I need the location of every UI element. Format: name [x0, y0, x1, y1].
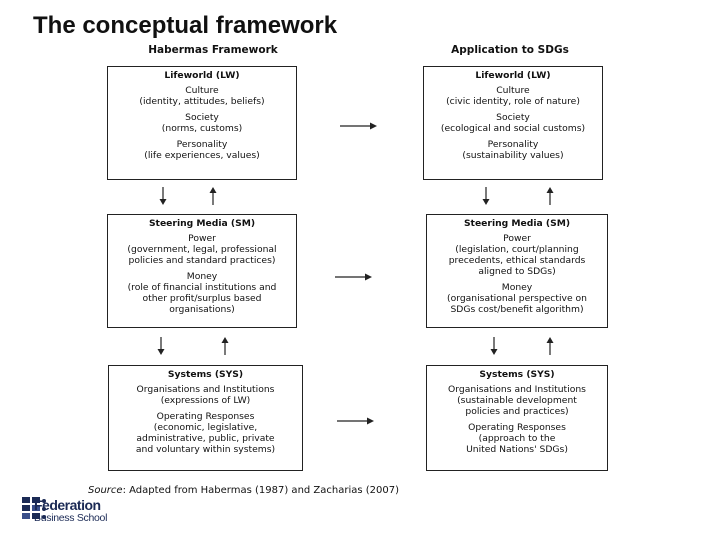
box-title: Lifeworld (LW) — [164, 70, 240, 81]
section-detail: (organisational perspective on — [447, 293, 587, 304]
section-heading: Organisations and Institutions — [448, 384, 586, 395]
left-systems-box: Systems (SYS) Organisations and Instituti… — [108, 365, 303, 471]
section-heading: Operating Responses — [156, 411, 255, 422]
right-steering-media-box: Steering Media (SM) Power(legislation, co… — [426, 214, 608, 328]
box-title: Lifeworld (LW) — [475, 70, 551, 81]
left-column-header: Habermas Framework — [148, 44, 278, 56]
section-detail: (government, legal, professional — [127, 244, 277, 255]
section-heading: Culture — [185, 85, 219, 96]
box-title: Systems (SYS) — [167, 369, 244, 380]
right-lw-to-sm-down-arrow — [482, 187, 490, 205]
federation-logo-icon — [22, 497, 46, 519]
left-lw-to-sm-down-arrow — [159, 187, 167, 205]
steering-media-right-arrow — [335, 273, 372, 281]
section-detail: (life experiences, values) — [144, 150, 260, 161]
section-detail: other profit/surplus based — [142, 293, 262, 304]
left-sm-to-lw-up-arrow — [209, 187, 217, 205]
section-detail: policies and practices) — [465, 406, 569, 417]
section-detail: (role of financial institutions and — [127, 282, 277, 293]
right-sm-to-lw-up-arrow — [546, 187, 554, 205]
section-detail: SDGs cost/benefit algorithm) — [450, 304, 584, 315]
box-section: Personality(sustainability values) — [424, 139, 602, 161]
slide-title: The conceptual framework — [33, 12, 338, 39]
section-detail: (norms, customs) — [161, 123, 243, 134]
section-heading: Culture — [496, 85, 530, 96]
source-note: Source: Adapted from Habermas (1987) and… — [88, 485, 399, 496]
section-heading: Personality — [176, 139, 228, 150]
section-detail: organisations) — [169, 304, 235, 315]
box-section: Organisations and Institutions(expressio… — [109, 384, 302, 406]
left-lifeworld-box: Lifeworld (LW) Culture(identity, attitude… — [107, 66, 297, 180]
left-sm-to-sys-down-arrow — [157, 337, 165, 355]
section-heading: Organisations and Institutions — [136, 384, 275, 395]
section-detail: United Nations' SDGs) — [466, 444, 568, 455]
box-section: Operating Responses(economic, legislativ… — [109, 411, 302, 455]
section-heading: Society — [185, 112, 219, 123]
section-detail: (economic, legislative, — [153, 422, 258, 433]
right-sys-to-sm-up-arrow — [546, 337, 554, 355]
section-detail: policies and standard practices) — [128, 255, 276, 266]
lifeworld-right-arrow — [340, 122, 377, 130]
source-text: : Adapted from Habermas (1987) and Zacha… — [122, 485, 400, 496]
section-heading: Operating Responses — [468, 422, 566, 433]
left-steering-media-box: Steering Media (SM) Power(government, leg… — [107, 214, 297, 328]
systems-right-arrow — [337, 417, 374, 425]
section-heading: Power — [188, 233, 216, 244]
section-detail: (sustainable development — [457, 395, 577, 406]
section-heading: Personality — [487, 139, 539, 150]
box-title: Steering Media (SM) — [148, 218, 256, 229]
section-detail: (expressions of LW) — [160, 395, 251, 406]
section-detail: precedents, ethical standards — [448, 255, 586, 266]
box-section: Society(ecological and social customs) — [424, 112, 602, 134]
section-heading: Money — [501, 282, 533, 293]
section-detail: (legislation, court/planning — [455, 244, 579, 255]
section-detail: (approach to the — [478, 433, 556, 444]
right-systems-box: Systems (SYS) Organisations and Instituti… — [426, 365, 608, 471]
section-detail: aligned to SDGs) — [478, 266, 556, 277]
section-detail: and voluntary within systems) — [135, 444, 276, 455]
box-title: Systems (SYS) — [479, 369, 555, 380]
box-title: Steering Media (SM) — [463, 218, 571, 229]
right-lifeworld-box: Lifeworld (LW) Culture(civic identity, ro… — [423, 66, 603, 180]
section-detail: (ecological and social customs) — [440, 123, 586, 134]
section-detail: (civic identity, role of nature) — [446, 96, 580, 107]
box-section: Culture(identity, attitudes, beliefs) — [108, 85, 296, 107]
box-section: Organisations and Institutions(sustainab… — [427, 384, 607, 417]
right-sm-to-sys-down-arrow — [490, 337, 498, 355]
section-detail: administrative, public, private — [136, 433, 275, 444]
section-heading: Society — [496, 112, 530, 123]
section-heading: Power — [503, 233, 531, 244]
section-heading: Money — [186, 271, 218, 282]
section-detail: (sustainability values) — [462, 150, 564, 161]
right-column-header: Application to SDGs — [451, 44, 569, 56]
logo-name: Federation — [34, 497, 101, 513]
box-section: Personality(life experiences, values) — [108, 139, 296, 161]
box-section: Society(norms, customs) — [108, 112, 296, 134]
source-label: Source — [88, 485, 123, 496]
logo-subtitle: Business School — [34, 512, 108, 524]
box-section: Money(role of financial institutions and… — [108, 271, 296, 315]
box-section: Culture(civic identity, role of nature) — [424, 85, 602, 107]
left-sys-to-sm-up-arrow — [221, 337, 229, 355]
section-detail: (identity, attitudes, beliefs) — [139, 96, 265, 107]
